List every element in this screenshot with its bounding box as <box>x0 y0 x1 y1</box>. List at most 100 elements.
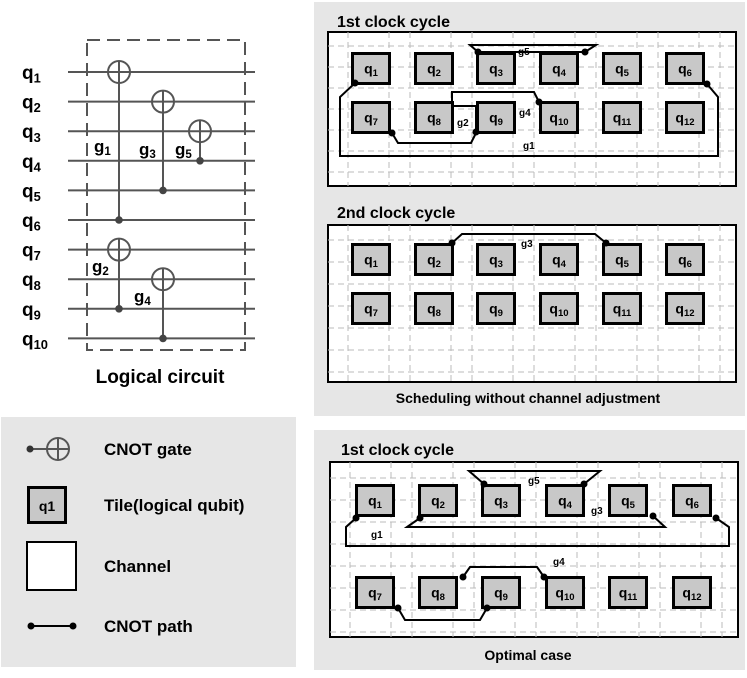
g4-path <box>451 91 540 103</box>
tile-legend-sample: q1 <box>39 498 56 514</box>
tile: q6 <box>665 52 705 85</box>
tile: q4 <box>539 52 579 85</box>
cnot-gate-legend-label: CNOT gate <box>104 440 192 459</box>
circuit-panel-bg <box>0 0 297 398</box>
tile-label: q11 <box>619 585 638 604</box>
channel-legend-icon <box>26 541 77 591</box>
gate-label: g2 <box>92 257 109 278</box>
legend: CNOT gate q1 Tile(logical qubit) Channel… <box>26 437 244 636</box>
qubit-label: q9 <box>22 300 41 323</box>
gate-label: g3 <box>139 140 156 161</box>
tile-label: q6 <box>678 61 692 80</box>
tile-label: q2 <box>427 252 441 271</box>
tile: q8 <box>418 576 458 609</box>
cnot-gate: g1 <box>94 60 131 224</box>
tile: q1 <box>351 52 391 85</box>
tile: q1 <box>351 243 391 276</box>
tile-label: q9 <box>489 301 503 320</box>
optimal-caption: Optimal case <box>484 647 571 663</box>
cnot-gate-legend-icon <box>26 437 70 461</box>
tile: q10 <box>539 292 579 325</box>
qubit-label: q7 <box>22 241 41 264</box>
tile-label: q3 <box>494 493 508 512</box>
tile-label: q11 <box>613 110 632 129</box>
tile-legend-icon: q1 <box>27 486 67 524</box>
optimal-g3-path <box>403 515 668 528</box>
tile: q3 <box>476 243 516 276</box>
tile-label: q9 <box>489 110 503 129</box>
cycle1-g2-label: g2 <box>457 118 469 129</box>
cnot-path-legend-label: CNOT path <box>104 617 193 636</box>
channel-legend-label: Channel <box>104 557 171 576</box>
tile-label: q10 <box>549 110 568 129</box>
cycle1-g4-label: g4 <box>519 108 531 119</box>
tile: q6 <box>665 243 705 276</box>
tile-label: q1 <box>364 252 379 271</box>
tile: q2 <box>418 484 458 517</box>
tile: q11 <box>602 101 642 134</box>
tile-label: q9 <box>494 585 508 604</box>
tile: q12 <box>665 292 705 325</box>
optimal-g5-label: g5 <box>528 476 540 487</box>
tile-label: q10 <box>549 301 568 320</box>
tile: q6 <box>672 484 712 517</box>
tile-label: q6 <box>678 252 692 271</box>
cycle1-cnot-paths <box>339 44 719 157</box>
optimal-g3-label: g3 <box>591 506 603 517</box>
qubit-label: q4 <box>22 152 42 175</box>
tile-label: q2 <box>427 61 441 80</box>
tile-label: q7 <box>364 301 378 320</box>
g2-path-up <box>451 96 477 132</box>
tile-label: q1 <box>368 493 383 512</box>
tile-label: q12 <box>675 110 694 129</box>
tile: q11 <box>608 576 648 609</box>
cycle2-g3-label: g3 <box>521 239 533 250</box>
tile-label: q7 <box>364 110 378 129</box>
qubit-label: q5 <box>22 181 41 204</box>
tile: q12 <box>672 576 712 609</box>
gate-label: g4 <box>134 287 151 308</box>
tile: q2 <box>414 52 454 85</box>
tile-label: q5 <box>621 493 636 512</box>
tile-label: q5 <box>615 61 630 80</box>
g1-path <box>339 82 719 157</box>
tile-label: q10 <box>555 585 574 604</box>
tile: q10 <box>539 101 579 134</box>
tile-label: q8 <box>427 301 441 320</box>
tile: q7 <box>355 576 395 609</box>
optimal-g4-label: g4 <box>553 557 565 568</box>
optimal-g5-path <box>466 470 603 485</box>
cycle2-title: 2nd clock cycle <box>337 205 455 222</box>
cycle1-g1-label: g1 <box>523 141 535 152</box>
tile-label: q7 <box>368 585 382 604</box>
cycle1-title: 1st clock cycle <box>337 14 450 31</box>
tile: q11 <box>602 292 642 325</box>
optimal-cycle1-title: 1st clock cycle <box>341 442 454 459</box>
circuit-caption: Logical circuit <box>96 367 225 388</box>
qubit-label: q6 <box>22 211 41 234</box>
tile: q7 <box>351 101 391 134</box>
optimal-cnot-paths <box>345 470 730 621</box>
control-dot <box>159 334 167 343</box>
tile-label: q1 <box>364 61 379 80</box>
circuit-dashed-box <box>86 39 246 351</box>
control-dot <box>115 216 123 224</box>
g2-path <box>391 132 477 144</box>
tile-layer: q1 q2 q3 q4 q5 q6 q7 q8 q9 q10 q11 q12 <box>355 484 712 609</box>
tile-label: q4 <box>558 493 573 512</box>
cycle2-path-dots <box>448 239 610 247</box>
optimal-g1-label: g1 <box>371 530 383 541</box>
tile-label: q8 <box>427 110 441 129</box>
tile: q3 <box>481 484 521 517</box>
tile: q8 <box>414 101 454 134</box>
cnot-gate: g3 <box>139 89 175 195</box>
tile: q10 <box>545 576 585 609</box>
gate-label: g1 <box>94 137 111 158</box>
optimal-g4-path <box>462 566 545 578</box>
tile: q4 <box>539 243 579 276</box>
qubit-label: q1 <box>22 63 41 86</box>
